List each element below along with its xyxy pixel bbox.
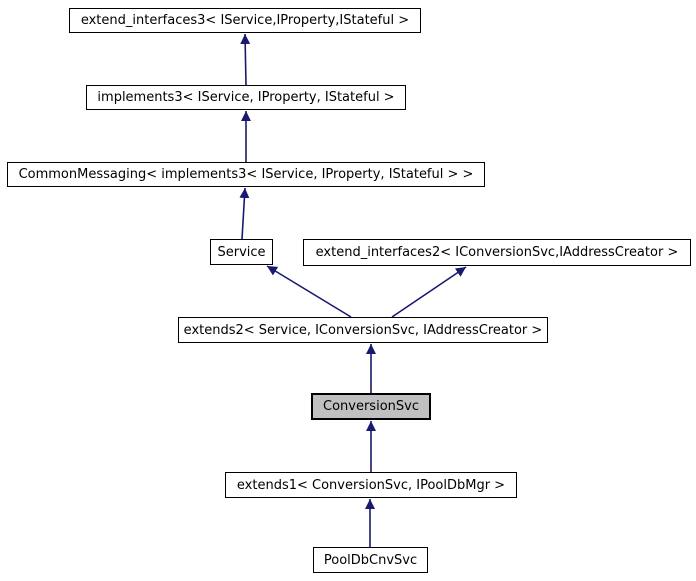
class-node-conversion-svc: ConversionSvc: [311, 393, 431, 420]
class-node-extends1[interactable]: extends1< ConversionSvc, IPoolDbMgr >: [225, 472, 517, 498]
class-node-common-messaging[interactable]: CommonMessaging< implements3< IService, …: [7, 162, 485, 187]
class-node-pooldb-cnv-svc[interactable]: PoolDbCnvSvc: [313, 547, 428, 573]
class-node-extend-interfaces2[interactable]: extend_interfaces2< IConversionSvc,IAddr…: [303, 239, 691, 266]
class-node-implements3[interactable]: implements3< IService, IProperty, IState…: [86, 85, 406, 110]
class-node-extend-interfaces3[interactable]: extend_interfaces3< IService,IProperty,I…: [69, 8, 421, 33]
class-node-service[interactable]: Service: [210, 239, 273, 265]
class-node-extends2[interactable]: extends2< Service, IConversionSvc, IAddr…: [178, 317, 548, 343]
